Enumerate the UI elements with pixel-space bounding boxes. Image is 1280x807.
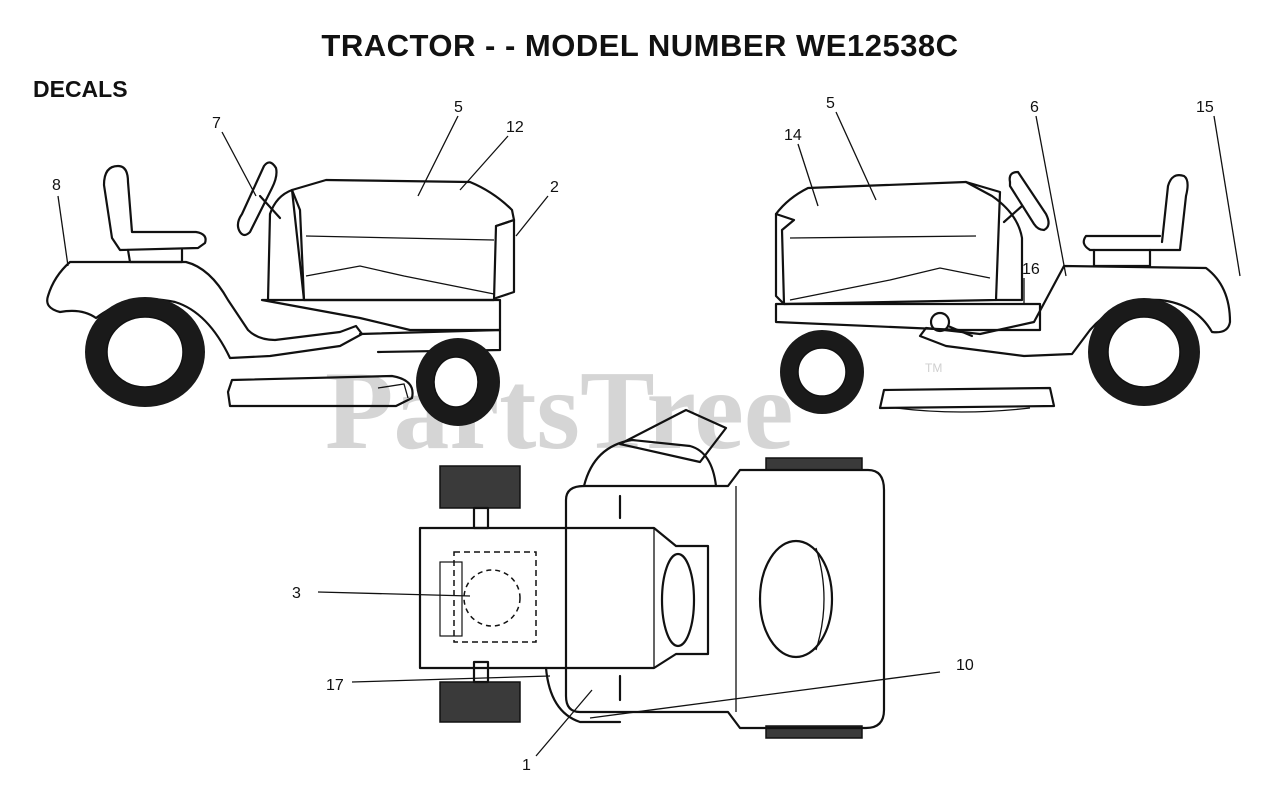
top-body (564, 468, 886, 730)
callout-right-14: 14 (784, 127, 802, 144)
right-steering-column (1002, 204, 1024, 224)
tractor-left-side-view (46, 161, 516, 426)
left-seat-post (126, 248, 184, 264)
callout-left-5: 5 (454, 99, 463, 116)
callout-top-3: 3 (292, 585, 301, 602)
callout-right-16: 16 (1022, 261, 1040, 278)
left-hood-vent (305, 265, 495, 295)
tractor-top-view (418, 408, 886, 739)
callout-right-15: 15 (1196, 99, 1214, 116)
top-callouts: 3 17 10 1 (292, 585, 974, 774)
tractor-right-side-view (774, 170, 1232, 414)
top-hood-decal-inner (439, 561, 463, 637)
top-hood-decal-outline (453, 551, 537, 643)
top-seat-inner (815, 547, 825, 651)
callout-left-8: 8 (52, 177, 61, 194)
watermark-text: PartsTree (325, 349, 794, 473)
right-rear-fender (918, 264, 1232, 358)
top-rear-tire-upper (765, 457, 863, 471)
watermark-trademark: TM (925, 361, 942, 375)
top-dash (582, 438, 718, 488)
right-frame (774, 302, 1042, 332)
right-mower-deck (878, 386, 1056, 410)
left-rear-fender (46, 260, 364, 360)
left-seat (102, 164, 207, 252)
top-front-tire-lower (439, 681, 521, 723)
callout-right-6: 6 (1030, 99, 1039, 116)
top-hood (418, 526, 710, 670)
top-front-tire-upper (439, 465, 521, 509)
left-grille (494, 218, 516, 300)
top-steering-wheel (618, 408, 728, 464)
left-hood-seam (305, 235, 495, 241)
right-lift-lever (946, 324, 974, 338)
callout-left-7: 7 (212, 115, 221, 132)
right-dash (964, 180, 1024, 302)
callout-right-5: 5 (826, 95, 835, 112)
right-hood-seam (789, 235, 977, 239)
right-steering-wheel (1008, 170, 1050, 232)
top-front-axle-upper (472, 506, 490, 530)
top-seat (758, 539, 834, 659)
left-deck-chute (377, 383, 409, 399)
callout-left-12: 12 (506, 119, 524, 136)
callout-top-17: 17 (326, 677, 344, 694)
right-callouts: 14 5 6 15 16 (784, 95, 1241, 304)
left-hood (290, 178, 516, 302)
right-grille (774, 212, 786, 306)
right-rear-rim (1107, 316, 1181, 388)
section-label: DECALS (33, 76, 128, 102)
callout-top-1: 1 (522, 757, 531, 774)
left-callouts: 7 5 12 8 2 (52, 99, 559, 267)
top-lower-fender (544, 666, 622, 724)
right-seat-post (1092, 248, 1152, 268)
left-rear-rim (106, 316, 184, 388)
right-hood-vent (789, 267, 991, 301)
top-front-axle-lower (472, 660, 490, 684)
right-lift-lever-knob (929, 311, 951, 333)
right-seat (1082, 174, 1189, 252)
top-hood-decal-circle (463, 569, 521, 627)
top-dash-gauge (660, 552, 696, 648)
right-hood (774, 180, 1002, 306)
callout-top-10: 10 (956, 657, 974, 674)
right-deck-edge (895, 407, 1031, 413)
left-steering-wheel (236, 161, 278, 237)
left-frame (260, 298, 502, 332)
left-steering-column (258, 194, 282, 220)
right-front-rim (797, 347, 847, 397)
callout-left-2: 2 (550, 179, 559, 196)
page-title: TRACTOR - - MODEL NUMBER WE12538C (321, 28, 959, 63)
left-mower-deck (226, 374, 414, 408)
left-front-rim (433, 356, 479, 408)
